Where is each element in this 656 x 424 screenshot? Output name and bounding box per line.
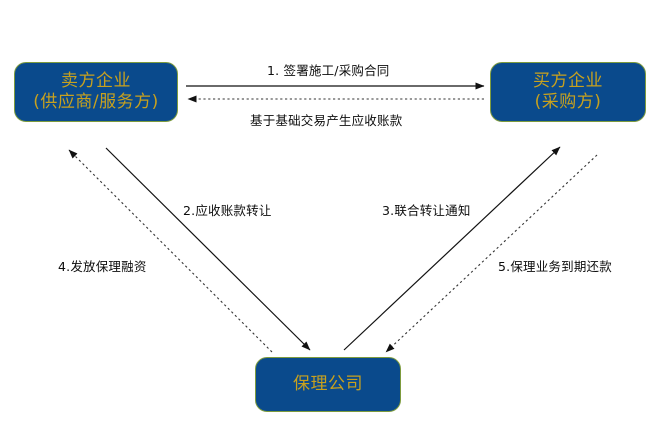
node-factoring-company[interactable]: 保理公司 bbox=[255, 357, 401, 412]
connector-maturity-repayment bbox=[385, 154, 598, 353]
node-buyer-enterprise[interactable]: 买方企业 (采购方) bbox=[490, 62, 646, 122]
edge-label-contract-signing: 1. 签署施工/采购合同 bbox=[267, 63, 390, 78]
edge-label-joint-transfer-notice: 3.联合转让通知 bbox=[382, 203, 471, 218]
node-seller-line-2: (供应商/服务方) bbox=[33, 92, 159, 112]
connector-factoring-financing bbox=[68, 149, 273, 353]
edge-label-maturity-repayment: 5.保理业务到期还款 bbox=[498, 259, 612, 274]
edge-label-factoring-financing: 4.发放保理融资 bbox=[58, 259, 147, 274]
node-buyer-line-1: 买方企业 bbox=[533, 71, 603, 92]
connector-joint-transfer-notice bbox=[343, 146, 561, 351]
node-seller-enterprise[interactable]: 卖方企业 (供应商/服务方) bbox=[14, 62, 178, 122]
node-seller-line-1: 卖方企业 bbox=[61, 71, 131, 92]
node-factor-line-1: 保理公司 bbox=[293, 374, 363, 395]
edge-label-receivable-transfer: 2.应收账款转让 bbox=[183, 203, 272, 218]
edge-label-receivable-generated: 基于基础交易产生应收账款 bbox=[250, 113, 403, 128]
connector-receivable-transfer bbox=[105, 147, 311, 351]
node-buyer-line-2: (采购方) bbox=[534, 92, 602, 112]
